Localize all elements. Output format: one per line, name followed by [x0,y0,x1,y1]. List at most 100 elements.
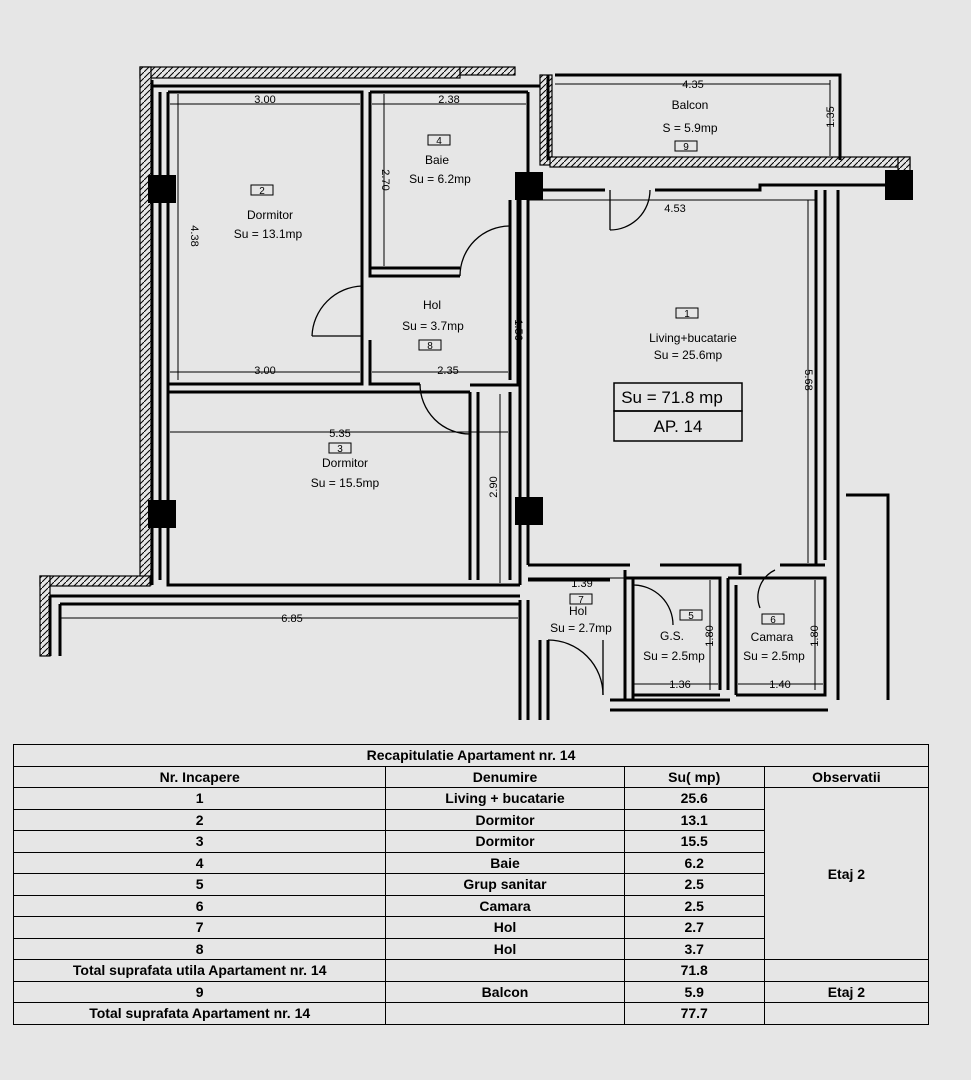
dim-label: 5.68 [802,369,814,390]
room-number: 1 [684,309,690,320]
structural-columns [148,170,913,528]
room-area: S = 5.9mp [662,121,717,135]
floor-plan: 3.00 2.38 4.35 1.35 2.70 4.38 4.53 1.56 … [39,66,913,720]
table-title: Recapitulatie Apartament nr. 14 [13,744,929,767]
total-label: Total suprafata Apartament nr. 14 [12,1002,387,1025]
room-area: Su = 2.5mp [743,649,805,663]
room-number-cell: 7 [12,916,387,939]
dim-label: 5.35 [329,428,350,440]
room-area: Su = 6.2mp [409,172,471,186]
dimension-labels: 3.00 2.38 4.35 1.35 2.70 4.38 4.53 1.56 … [188,79,837,691]
room-area-cell: 6.2 [623,851,765,874]
total-util-row: Total suprafata utila Apartament nr. 14 … [12,959,930,982]
empty-cell [763,1002,930,1025]
room-area: Su = 13.1mp [234,227,303,241]
dim-label: 4.38 [188,225,200,246]
dim-label: 1.36 [669,679,690,691]
room-name-cell: Balcon [385,980,625,1003]
room-name: Hol [423,298,441,312]
column-header: Nr. Incapere [12,765,387,788]
dim-label: 1.39 [571,578,592,590]
room-area-cell: 2.7 [623,916,765,939]
table-row: 4 Baie 6.2 [12,851,929,874]
room-number: 5 [688,611,694,622]
room-name: Dormitor [322,456,368,470]
dim-label: 2.38 [438,94,459,106]
dim-label: 1.80 [704,625,716,646]
dim-label: 1.80 [809,625,821,646]
room-name-cell: Hol [385,916,625,939]
table-header-row: Nr. Incapere Denumire Su( mp) Observatii [12,765,930,788]
room-name-cell: Hol [385,937,625,960]
room-name-cell: Living + bucatarie [385,787,625,810]
room-area-cell: 2.5 [623,873,765,896]
dim-label: 4.35 [682,79,703,91]
room-number-boxes [250,134,785,625]
room-number: 9 [683,142,689,153]
dim-label: 2.90 [488,476,500,497]
observation-cell: Etaj 2 [763,787,930,960]
room-name: G.S. [660,629,684,643]
observation-cell: Etaj 2 [763,980,930,1003]
dim-label: 4.53 [664,203,685,215]
room-area: Su = 2.7mp [550,621,612,635]
room-area-cell: 2.5 [623,894,765,917]
dim-label: 2.35 [437,365,458,377]
dim-label: 6.85 [281,613,302,625]
room-area-cell: 5.9 [623,980,765,1003]
room-number: 4 [436,136,442,147]
room-area: Su = 2.5mp [643,649,705,663]
room-area: Su = 3.7mp [402,319,464,333]
room-name: Dormitor [247,208,293,222]
room-number-cell: 9 [12,980,387,1003]
room-number-cell: 5 [12,873,387,896]
dim-label: 1.35 [825,106,837,127]
room-number-cell: 3 [12,830,387,853]
room-name-cell: Dormitor [385,808,625,831]
room-labels: 1 Living+bucatarie Su = 25.6mp 2 Dormito… [234,98,805,663]
dim-label: 3.00 [254,94,275,106]
room-number-cell: 1 [12,787,387,810]
room-area-cell: 3.7 [623,937,765,960]
column-header: Denumire [385,765,625,788]
room-number-cell: 8 [12,937,387,960]
door-swings [311,189,776,696]
room-name-cell: Grup sanitar [385,873,625,896]
room-area: Su = 25.6mp [654,348,723,362]
room-number-cell: 2 [12,808,387,831]
room-area-cell: 25.6 [623,787,765,810]
total-area-label: Su = 71.8 mp [621,388,723,407]
room-name: Camara [751,630,794,644]
room-area-cell: 13.1 [623,808,765,831]
empty-cell [385,1002,625,1025]
empty-cell [763,959,930,982]
table-row: 6 Camara 2.5 [12,894,929,917]
room-number: 6 [770,615,776,626]
total-util-value: 71.8 [623,959,765,982]
room-name: Hol [569,604,587,618]
table-row: 2 Dormitor 13.1 [12,808,929,831]
total-value: 77.7 [623,1002,765,1025]
room-number: 8 [427,341,433,352]
column-header: Su( mp) [623,765,765,788]
total-util-label: Total suprafata utila Apartament nr. 14 [12,959,387,982]
room-area: Su = 15.5mp [311,476,380,490]
insulation-hatching [39,66,911,657]
room-name-cell: Dormitor [385,830,625,853]
room-area-cell: 15.5 [623,830,765,853]
room-number: 3 [337,444,343,455]
dim-label: 1.56 [512,319,524,340]
apartment-label: AP. 14 [654,417,703,436]
room-name: Living+bucatarie [649,331,737,345]
room-name: Baie [425,153,449,167]
table-row: 1 Living + bucatarie 25.6 Etaj 2 [12,787,930,960]
dimension-lines [60,80,831,690]
dim-label: 1.40 [769,679,790,691]
table-row: 5 Grup sanitar 2.5 [12,873,929,896]
room-name: Balcon [672,98,709,112]
dim-label: 2.70 [379,169,391,190]
summary-boxes: Su = 71.8 mp AP. 14 [613,382,743,442]
room-name-cell: Camara [385,894,625,917]
table-row: 9 Balcon 5.9 Etaj 2 [12,980,930,1003]
room-number-cell: 6 [12,894,387,917]
